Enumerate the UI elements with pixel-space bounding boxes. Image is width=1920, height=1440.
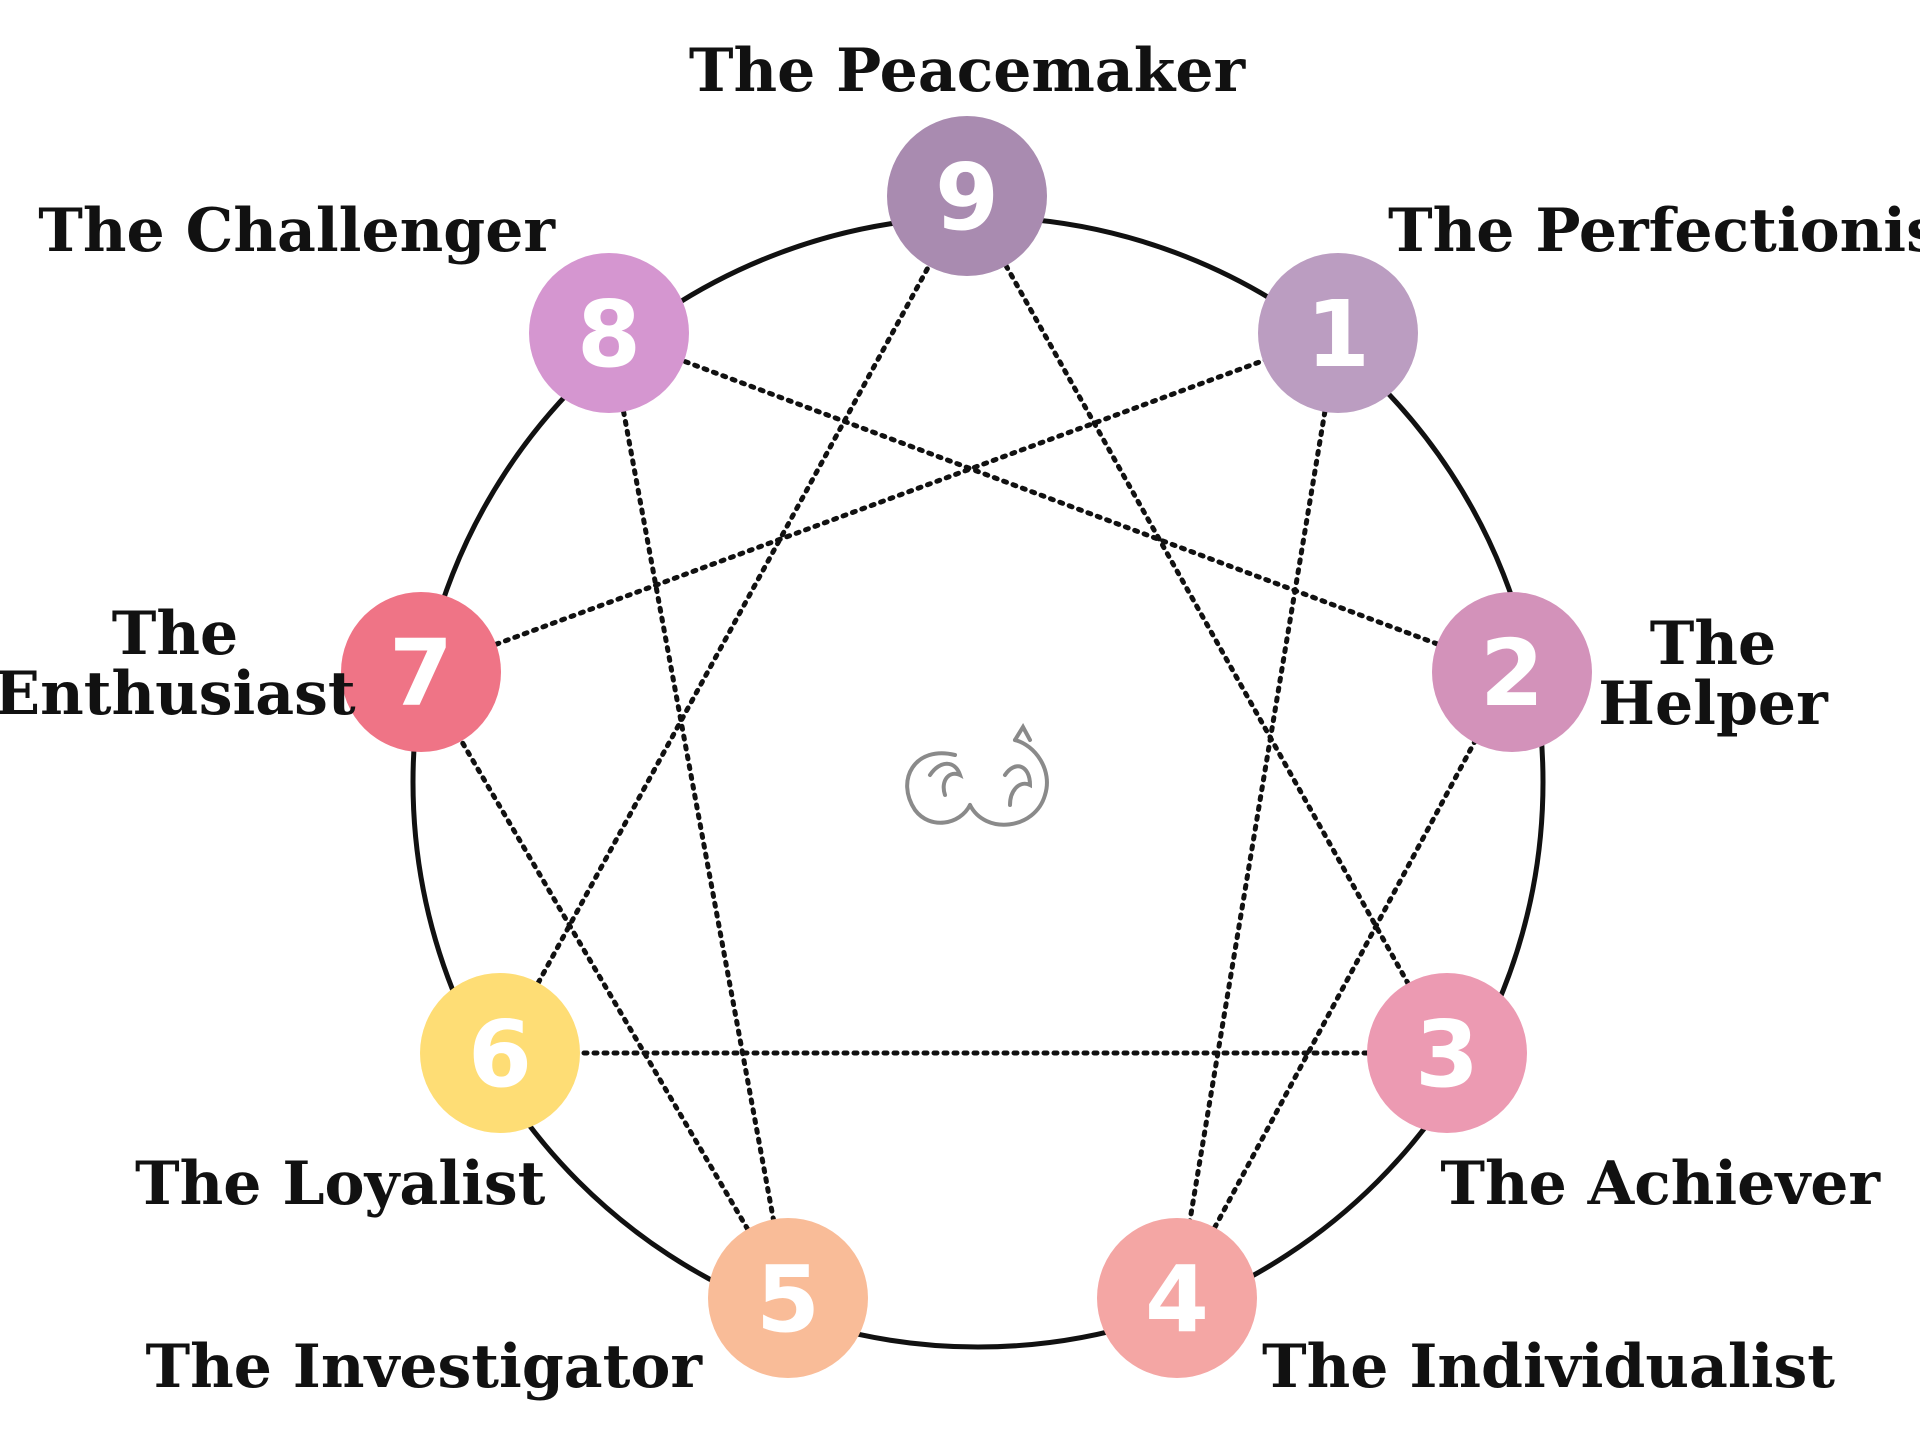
type-node-circle-6 xyxy=(420,973,580,1133)
type-number-3: 3 xyxy=(1415,1001,1479,1108)
type-node-7: 7 xyxy=(341,592,501,752)
label-type-7-line-1: The xyxy=(112,599,238,669)
label-type-1: The Perfectionist xyxy=(1388,196,1920,266)
type-node-circle-7 xyxy=(341,592,501,752)
type-number-5: 5 xyxy=(756,1246,820,1353)
type-node-circle-9 xyxy=(887,116,1047,276)
type-nodes: 9 1 2 3 4 5 6 7 8 xyxy=(341,116,1592,1378)
type-node-circle-8 xyxy=(529,253,689,413)
type-node-1: 1 xyxy=(1258,253,1418,413)
connection-line-6-9 xyxy=(497,193,970,1056)
type-node-8: 8 xyxy=(529,253,689,413)
connection-line-5-7 xyxy=(418,669,791,1301)
type-node-9: 9 xyxy=(887,116,1047,276)
label-type-3: The Achiever xyxy=(1440,1149,1881,1219)
type-number-1: 1 xyxy=(1306,281,1370,388)
type-node-2: 2 xyxy=(1432,592,1592,752)
label-type-2-line-2: Helper xyxy=(1598,669,1829,739)
connection-line-1-4 xyxy=(1174,330,1341,1301)
type-number-8: 8 xyxy=(577,281,641,388)
type-node-3: 3 xyxy=(1367,973,1527,1133)
type-number-6: 6 xyxy=(468,1001,532,1108)
type-node-circle-4 xyxy=(1097,1218,1257,1378)
label-type-4: The Individualist xyxy=(1262,1332,1835,1402)
type-node-5: 5 xyxy=(708,1218,868,1378)
type-node-circle-2 xyxy=(1432,592,1592,752)
connection-line-8-5 xyxy=(606,330,791,1301)
type-number-9: 9 xyxy=(935,144,999,251)
label-type-6: The Loyalist xyxy=(135,1149,546,1219)
type-node-circle-3 xyxy=(1367,973,1527,1133)
type-number-2: 2 xyxy=(1480,620,1544,727)
label-type-9: The Peacemaker xyxy=(689,36,1247,106)
label-type-7-line-2: Enthusiast xyxy=(0,659,356,729)
label-type-2-line-1: The xyxy=(1650,609,1776,679)
type-number-7: 7 xyxy=(389,620,453,727)
connection-line-9-3 xyxy=(964,193,1450,1056)
label-type-8: The Challenger xyxy=(38,196,556,266)
connection-line-2-8 xyxy=(606,330,1515,675)
type-node-4: 4 xyxy=(1097,1218,1257,1378)
type-node-6: 6 xyxy=(420,973,580,1133)
connection-lines xyxy=(418,193,1515,1301)
type-number-4: 4 xyxy=(1145,1246,1209,1353)
connection-line-7-1 xyxy=(418,330,1341,675)
fox-logo-icon xyxy=(905,722,1049,827)
type-node-circle-5 xyxy=(708,1218,868,1378)
label-type-5: The Investigator xyxy=(145,1332,703,1402)
type-node-circle-1 xyxy=(1258,253,1418,413)
connection-line-4-2 xyxy=(1174,669,1515,1301)
